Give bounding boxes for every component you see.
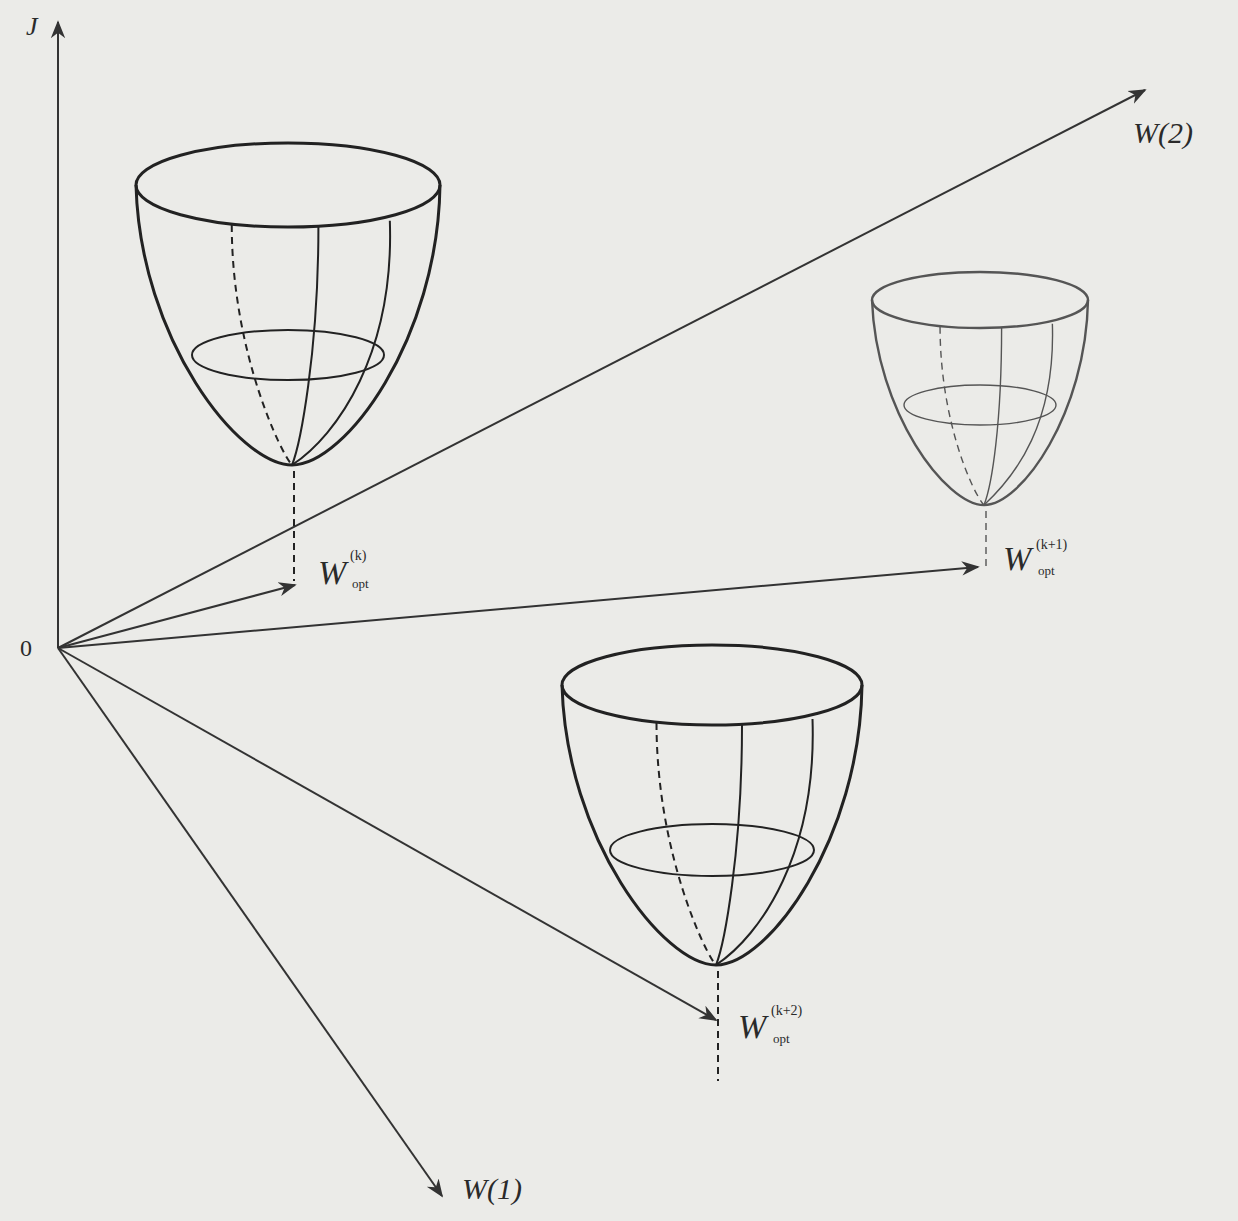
bowl-meridian (716, 719, 813, 965)
bowl-meridian (940, 327, 984, 505)
axis-label: W(2) (1133, 118, 1193, 148)
bowl-contour (610, 824, 814, 876)
drop-line (985, 511, 986, 571)
bowl-rim (562, 645, 862, 725)
bowl-meridian (657, 723, 717, 965)
bowl-side (872, 300, 1088, 505)
bowl-rim (136, 143, 440, 227)
axis-label: W (1003, 542, 1031, 576)
bowl-meridian (716, 725, 742, 965)
axis-label: opt (773, 1032, 790, 1045)
bowl-side (136, 185, 440, 465)
bowl-side (562, 685, 862, 965)
axis-label: (k+1) (1036, 538, 1067, 552)
axis-label: 0 (20, 636, 32, 660)
bowl-meridian (984, 324, 1053, 505)
bowl-meridian (232, 225, 292, 465)
bowl-contour (192, 330, 384, 380)
bowl-meridian (984, 328, 1002, 505)
axis-label: opt (1038, 564, 1055, 577)
axis-label: opt (352, 577, 369, 590)
axis-label: W(1) (462, 1174, 522, 1204)
drop-line (717, 971, 719, 1081)
drop-line (293, 471, 295, 581)
axis-label: J (26, 14, 38, 40)
bowl-contour (904, 385, 1056, 425)
axis-label: W (738, 1010, 766, 1044)
axes (58, 22, 1145, 1196)
axis-label: (k) (350, 549, 366, 563)
axis-label: (k+2) (771, 1004, 802, 1018)
bowl-meridian (292, 221, 390, 465)
bowl-meridian (292, 227, 318, 465)
bowl-rim (872, 272, 1088, 328)
axis-label: W (318, 556, 346, 590)
